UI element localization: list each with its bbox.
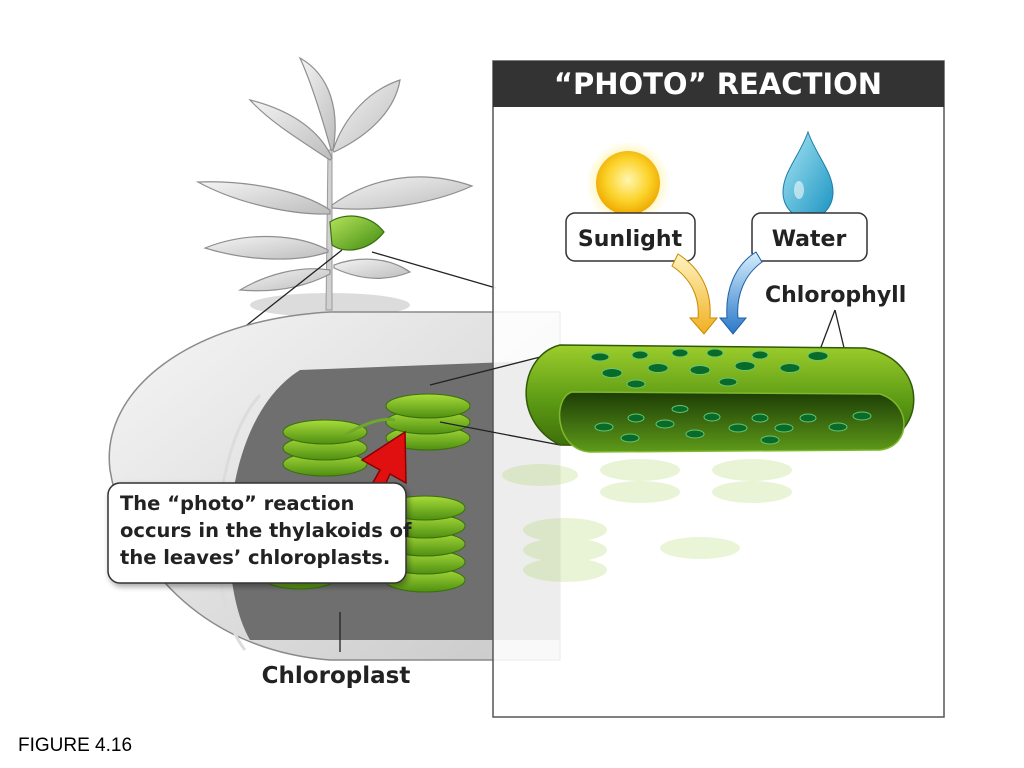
chloroplast-label: Chloroplast <box>262 663 411 689</box>
panel-header <box>493 61 944 107</box>
chlorophyll-dots-inner <box>594 405 872 445</box>
water-arrow <box>718 251 763 335</box>
panel-title: “PHOTO” REACTION <box>554 67 882 101</box>
water-label-box: Water <box>751 212 868 262</box>
callout-line-3: the leaves’ chloroplasts. <box>120 546 390 569</box>
callout-box <box>107 482 407 584</box>
thylakoid-illustration <box>525 344 915 453</box>
figure-label: FIGURE 4.16 <box>18 735 132 756</box>
sunlight-label-box: Sunlight <box>565 212 696 262</box>
callout-line-2: occurs in the thylakoids of <box>120 519 412 542</box>
chlorophyll-dots-top <box>590 348 829 389</box>
sun-icon <box>586 141 670 225</box>
sunlight-arrow <box>671 253 719 335</box>
faded-grana <box>502 459 792 582</box>
chlorophyll-label: Chlorophyll <box>765 283 906 308</box>
callout-line-1: The “photo” reaction <box>120 492 354 515</box>
plant-illustration <box>195 56 474 317</box>
sunlight-label: Sunlight <box>578 227 683 252</box>
highlighted-leaf <box>329 215 385 251</box>
water-label: Water <box>772 227 847 252</box>
